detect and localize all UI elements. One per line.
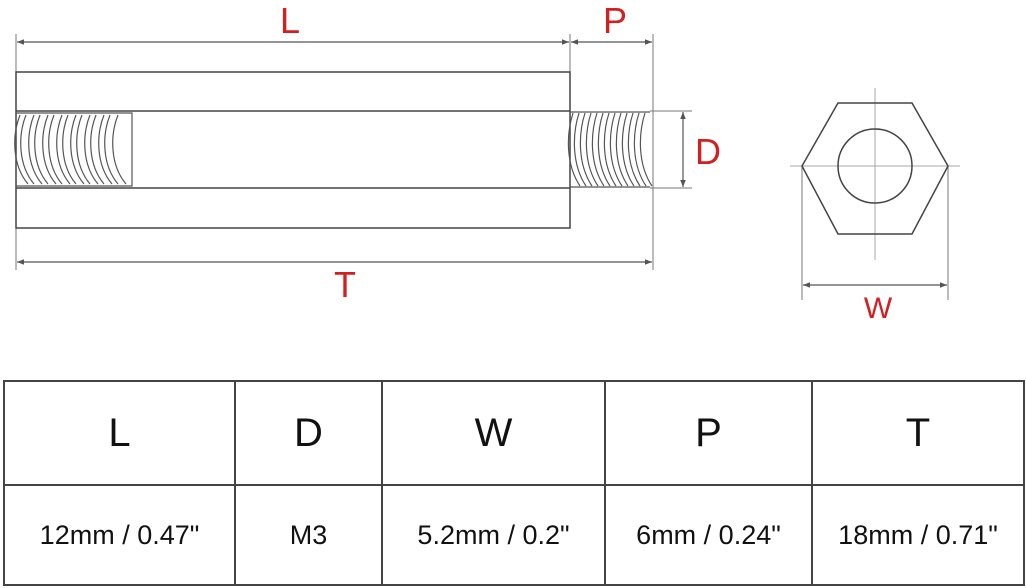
external-thread <box>567 111 653 188</box>
label-L: L <box>280 0 300 41</box>
header-D: D <box>234 380 383 486</box>
hex-body-outline <box>15 71 571 229</box>
bore-circle <box>837 128 913 204</box>
value-D: M3 <box>234 484 383 586</box>
header-P: P <box>604 380 813 486</box>
standoff-side-view <box>14 71 653 229</box>
internal-thread <box>14 112 133 187</box>
dimension-lines <box>17 39 947 288</box>
hex-end-view <box>790 88 960 260</box>
value-L: 12mm / 0.47" <box>3 484 236 586</box>
standoff-dimension-diagram: L P D T W <box>14 0 960 325</box>
extension-lines <box>15 34 949 300</box>
label-D: D <box>695 131 721 172</box>
value-W: 5.2mm / 0.2" <box>381 484 606 586</box>
hex-outline <box>801 102 949 235</box>
value-T: 18mm / 0.71" <box>811 484 1025 586</box>
label-T: T <box>334 264 356 305</box>
header-L: L <box>3 380 236 486</box>
header-T: T <box>811 380 1025 486</box>
table-header-row: L D W P T <box>3 380 1025 486</box>
value-P: 6mm / 0.24" <box>604 484 813 586</box>
table-value-row: 12mm / 0.47" M3 5.2mm / 0.2" 6mm / 0.24"… <box>3 484 1025 586</box>
label-W: W <box>864 292 893 325</box>
label-P: P <box>603 0 627 41</box>
header-W: W <box>381 380 606 486</box>
dimension-spec-table: L D W P T 12mm / 0.47" M3 5.2mm / 0.2" 6… <box>3 380 1025 586</box>
